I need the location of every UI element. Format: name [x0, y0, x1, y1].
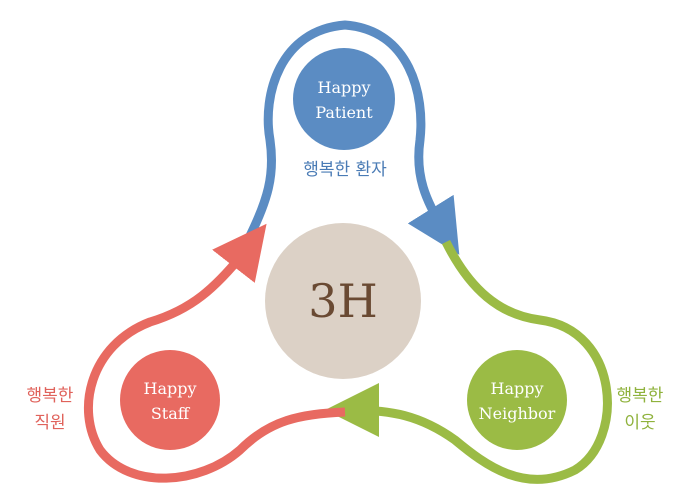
neighbor-line1: Happy [490, 379, 543, 398]
patient-line2: Patient [315, 103, 373, 122]
center-label: 3H [308, 274, 377, 328]
staff-line1: Happy [143, 379, 196, 398]
staff-line2: Staff [151, 404, 191, 423]
patient-line1: Happy [317, 78, 370, 97]
neighbor-caption-line2: 이웃 [624, 413, 655, 433]
neighbor-caption-line1: 행복한 [617, 386, 664, 406]
staff-node [120, 350, 220, 450]
neighbor-line2: Neighbor [479, 404, 556, 423]
patient-node [293, 48, 395, 150]
neighbor-loop-arrow [325, 239, 612, 484]
neighbor-node [467, 350, 567, 450]
staff-caption-line2: 직원 [34, 413, 65, 433]
staff-caption-line1: 행복한 [27, 386, 74, 406]
staff-loop-arrow [83, 223, 346, 483]
patient-caption: 행복한 환자 [303, 160, 387, 180]
center-circle [265, 223, 421, 379]
patient-loop-arrow [243, 20, 460, 255]
